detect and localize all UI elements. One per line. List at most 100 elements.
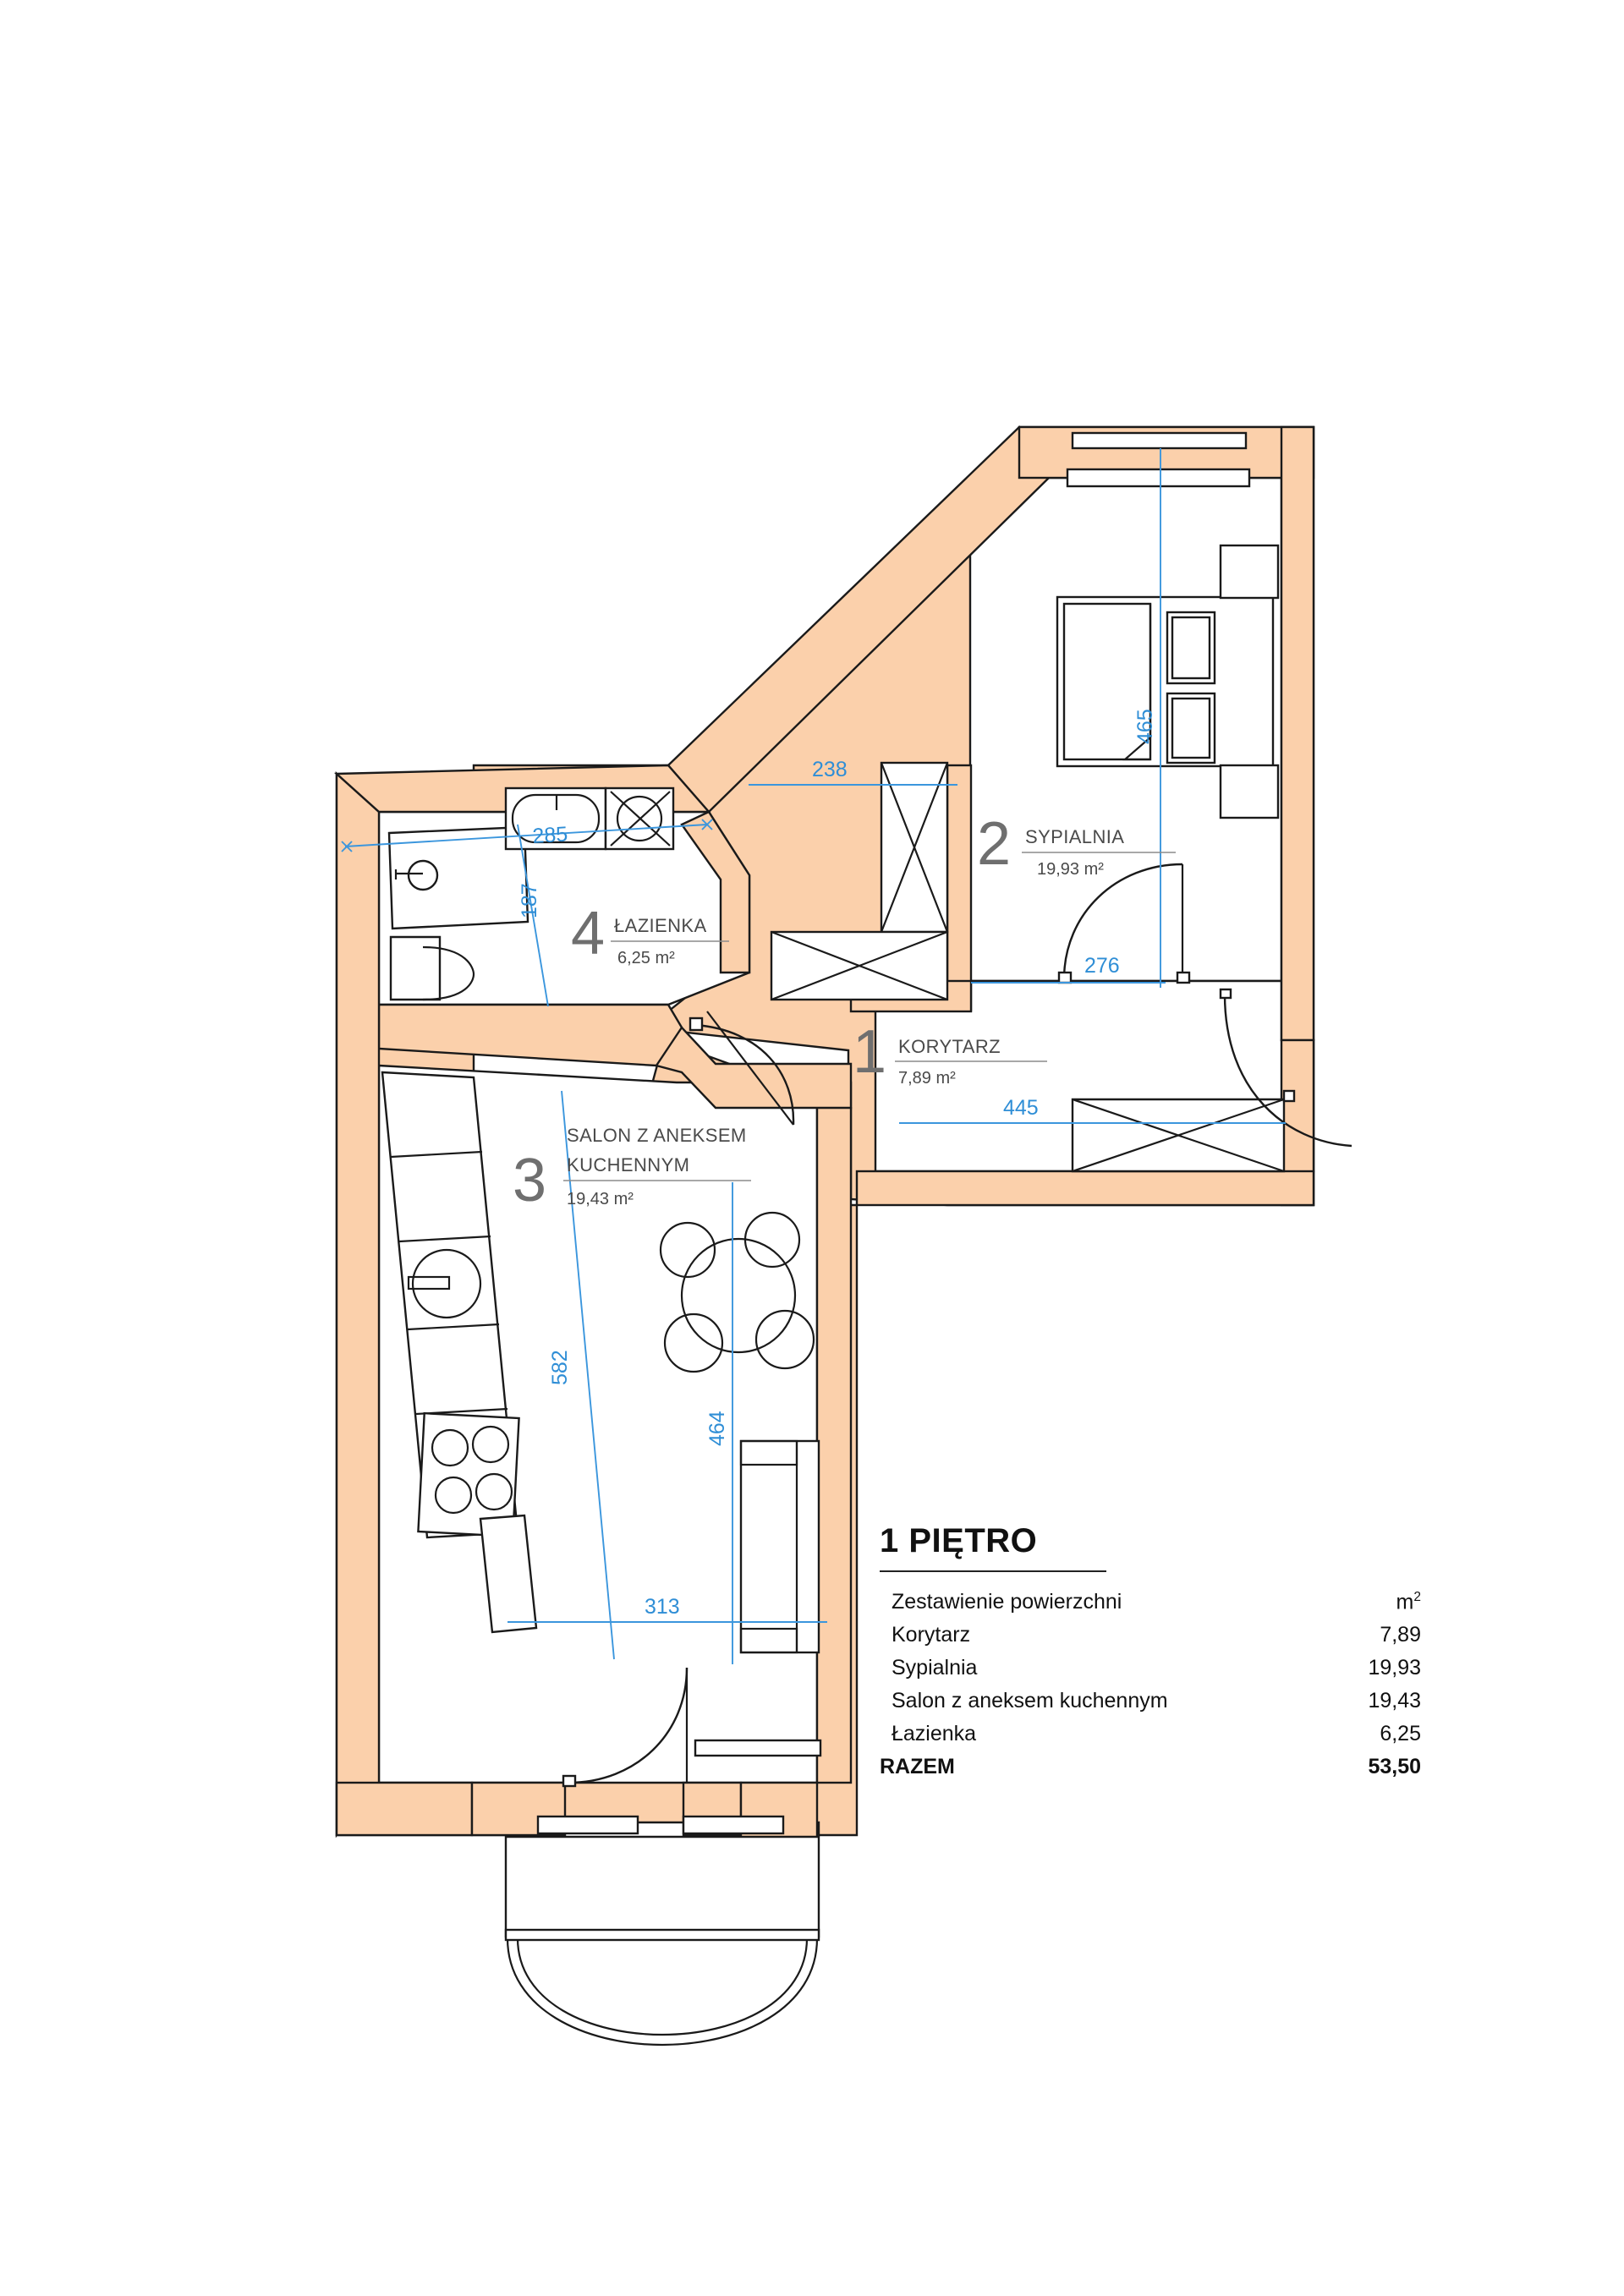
dimline-187	[517, 824, 549, 1007]
hob-burner-4	[475, 1472, 513, 1511]
legend-label-sypialnia: Sypialnia	[892, 1656, 978, 1680]
dim-label-582: 582	[548, 1350, 572, 1385]
dining-chair-bl	[663, 1312, 724, 1373]
room-number-4: 4	[571, 900, 605, 967]
legend-label-korytarz: Korytarz	[892, 1623, 971, 1647]
kitchen-unit-divider-3	[407, 1323, 500, 1331]
dim-label-313: 313	[645, 1595, 680, 1619]
dimension-lines	[341, 448, 1286, 1664]
nightstand-top	[1219, 544, 1280, 600]
legend-label-total: RAZEM	[880, 1755, 955, 1779]
dim-label-187: 187	[518, 883, 541, 918]
room-name-sypialnia: SYPIALNIA	[1025, 826, 1124, 847]
wall-living-right	[815, 1081, 853, 1784]
dim-label-445: 445	[1003, 1096, 1039, 1120]
legend-table: Zestawienie powierzchni m2 Korytarz 7,89…	[880, 1586, 1421, 1784]
legend-row-salon: Salon z aneksem kuchennym 19,43	[880, 1685, 1421, 1718]
entrance-door-arc	[1223, 994, 1352, 1148]
kitchen-units	[381, 1071, 538, 1634]
dining-chair-tr	[743, 1211, 801, 1269]
living-furniture	[562, 1211, 820, 1788]
kitchen-low-cabinet	[479, 1514, 538, 1634]
legend-header-row: Zestawienie powierzchni m2	[880, 1586, 1421, 1619]
wall-left-outer	[335, 771, 381, 1838]
wardrobe-bedroom-horizontal	[770, 930, 949, 1001]
bedroom-door-jamb-a	[1057, 971, 1073, 984]
room-area-sypialnia: 19,93 m²	[1037, 860, 1104, 879]
legend-value-total: 53,50	[1368, 1755, 1421, 1779]
room-area-salon: 19,43 m²	[567, 1190, 634, 1208]
kitchen-sink-tap	[407, 1275, 451, 1290]
washing-machine-drum	[616, 795, 663, 842]
kitchen-unit-divider-1	[390, 1150, 483, 1159]
wardrobe-corridor	[1071, 1098, 1286, 1173]
dimtick-285-b	[701, 819, 713, 830]
hob-burner-2	[471, 1425, 510, 1464]
legend-value-sypialnia: 19,93	[1368, 1656, 1421, 1680]
kitchen-hob	[417, 1411, 520, 1538]
bathroom-door-leaf	[706, 1011, 794, 1126]
entrance-door-jamb-top	[1219, 988, 1232, 1000]
dim-label-276: 276	[1084, 954, 1120, 978]
room-name-salon-1: SALON Z ANEKSEM	[567, 1125, 747, 1146]
dim-label-238: 238	[812, 758, 848, 781]
room-label-bathroom: 4 ŁAZIENKA 6,25 m²	[571, 900, 729, 967]
entrance-door-jamb-bottom	[1282, 1089, 1296, 1103]
washing-machine-x	[610, 791, 671, 847]
dimline-285	[344, 824, 708, 847]
room-area-lazienka: 6,25 m²	[617, 949, 675, 967]
balcony-slab	[504, 1835, 820, 1938]
window-bedroom-top-sill	[1066, 468, 1251, 488]
room-name-korytarz: KORYTARZ	[898, 1036, 1001, 1057]
bathroom-door-jamb	[689, 1016, 704, 1032]
wall-bedroom-left-partition	[946, 764, 973, 1012]
legend-header-unit: m2	[1337, 1586, 1421, 1619]
kitchen-unit-divider-2	[398, 1235, 491, 1243]
wall-bathroom-right	[680, 810, 751, 974]
legend-header-label: Zestawienie powierzchni	[892, 1590, 1122, 1614]
kitchen-sink-bowl	[411, 1248, 482, 1319]
bedroom-furniture	[770, 544, 1280, 1001]
window-living-balcony-door	[694, 1739, 822, 1757]
bedroom-door-jamb-b	[1176, 971, 1191, 984]
bedroom-door-arc	[1062, 863, 1183, 980]
dim-label-464: 464	[705, 1411, 729, 1446]
pillow-top-inner	[1171, 616, 1211, 680]
balcony	[504, 1835, 820, 2046]
wardrobe-bedroom-vertical	[880, 761, 949, 934]
room-number-3: 3	[513, 1147, 546, 1214]
washbasin-tap	[394, 869, 423, 879]
room-number-2: 2	[977, 810, 1011, 878]
window-living-right	[682, 1815, 785, 1835]
balcony-rail-outer	[506, 1937, 819, 2046]
dimtick-285-a	[341, 841, 353, 852]
legend-label-lazienka: Łazienka	[892, 1722, 977, 1746]
legend-unit-text: m	[1396, 1590, 1414, 1614]
dining-table	[680, 1237, 797, 1354]
room-label-living: 3 SALON Z ANEKSEM KUCHENNYM 19,43 m²	[513, 1125, 751, 1214]
legend-row-lazienka: Łazienka 6,25	[880, 1718, 1421, 1751]
legend-unit-sup: 2	[1413, 1590, 1421, 1604]
dimline-582	[561, 1090, 615, 1660]
legend-row-korytarz: Korytarz 7,89	[880, 1619, 1421, 1652]
bedroom-door	[1057, 863, 1191, 984]
living-door-arc	[568, 1667, 689, 1784]
dim-label-465: 465	[1133, 709, 1157, 744]
bathroom-fixtures	[387, 786, 795, 1126]
pillow-bottom-inner	[1171, 697, 1211, 759]
washbasin-bowl	[407, 859, 439, 891]
bed-duvet-fold	[1122, 604, 1152, 761]
legend-value-lazienka: 6,25	[1380, 1722, 1421, 1746]
room-name-salon-2: KUCHENNYM	[567, 1154, 689, 1175]
wall-bands	[333, 425, 1315, 1937]
wall-corridor-bottom	[855, 1170, 1315, 1207]
bathroom-door-arc	[694, 1023, 795, 1126]
washbasin-counter	[387, 825, 529, 930]
balcony-edge	[504, 1928, 820, 1942]
room-number-1: 1	[853, 1018, 886, 1086]
dim-label-285: 285	[532, 822, 568, 847]
dimension-labels: 285 187 238 465 276 445 582 464 313	[518, 709, 1157, 1619]
room-area-korytarz: 7,89 m²	[898, 1069, 956, 1088]
